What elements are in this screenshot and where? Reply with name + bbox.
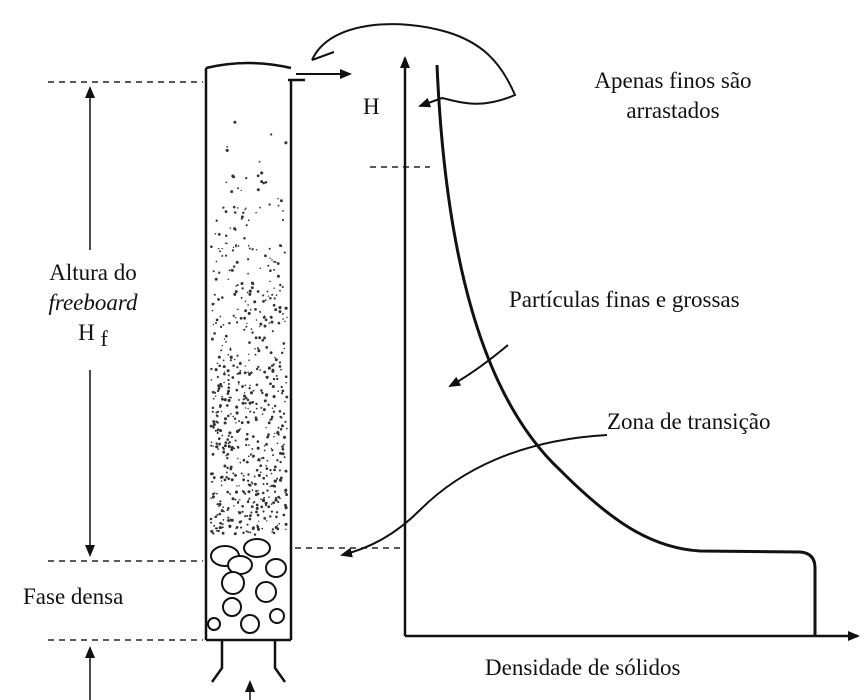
apenas-finos-line2: arrastados — [626, 98, 720, 123]
h-axis-label: H — [363, 94, 380, 119]
dense-phase-bubbles — [207, 538, 287, 634]
hf-main: H — [78, 320, 95, 345]
apenas-hook — [311, 51, 335, 61]
apenas-arrow-big — [311, 23, 517, 108]
altura-freeboard-label: Altura do freeboard H f — [18, 258, 168, 351]
pointer-arrows — [311, 23, 608, 558]
densidade-label: Densidade de sólidos — [485, 655, 681, 680]
hf-subscript: f — [100, 326, 108, 351]
zona-arrow — [340, 434, 608, 558]
bottom-arrows — [85, 646, 255, 700]
fase-densa-label: Fase densa — [23, 584, 124, 609]
apenas-finos-line1: Apenas finos são — [594, 68, 752, 93]
density-curve — [435, 64, 817, 636]
hf-label: H f — [18, 318, 168, 351]
graph-axes — [400, 56, 860, 641]
particulas-label: Partículas finas e grossas — [509, 287, 740, 312]
column-nozzle — [210, 640, 287, 683]
particulas-arrow — [448, 344, 509, 387]
reactor-column — [204, 61, 305, 683]
altura-line1: Altura do — [49, 260, 137, 285]
zona-transicao-label: Zona de transição — [607, 409, 771, 434]
altura-line2: freeboard — [48, 290, 138, 315]
apenas-finos-label: Apenas finos são arrastados — [548, 66, 798, 126]
column-particles — [209, 120, 289, 536]
column-top-cap — [205, 61, 292, 70]
